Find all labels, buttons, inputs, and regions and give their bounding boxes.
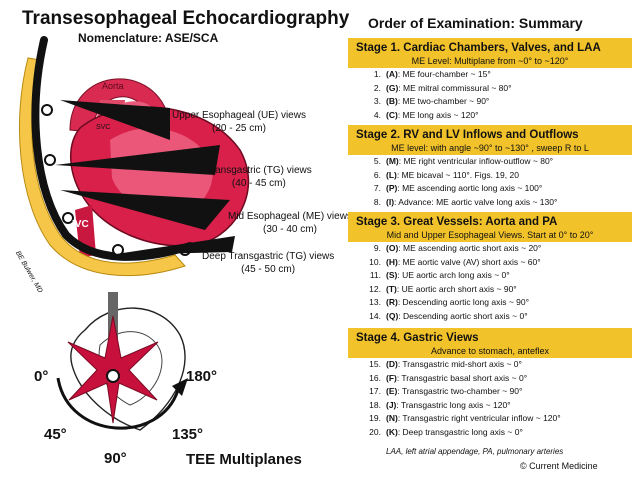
list-item: 10.(H): ME aortic valve (AV) short axis … — [369, 256, 541, 267]
rotation-arrowhead — [172, 378, 188, 396]
stage-header-4: Stage 4. Gastric Views Advance to stomac… — [348, 328, 632, 358]
list-item: 18.(J): Transgastric long axis ~ 120° — [369, 399, 511, 410]
stage-list-4: 15.(D): Transgastric mid-short axis ~ 0°… — [358, 358, 561, 440]
list-item: 19.(N): Transgastric right ventricular i… — [369, 413, 561, 424]
beam-deep-transgastric — [110, 236, 235, 255]
beam-mid-esophageal — [60, 190, 230, 230]
stage-title: Stage 2. RV and LV Inflows and Outflows — [356, 129, 579, 141]
publisher-credit: © Current Medicine — [520, 461, 598, 471]
list-item: 4.(C): ME long axis ~ 120° — [373, 109, 479, 120]
view-name: Transgastric (TG) views — [206, 165, 312, 176]
list-item: 9.(O): ME ascending aortic short axis ~ … — [373, 243, 542, 253]
aorta-label: Aorta — [102, 81, 124, 91]
probe-marker — [41, 104, 53, 116]
list-item: 16.(F): Transgastric basal short axis ~ … — [369, 372, 528, 383]
stage-title: Stage 4. Gastric Views — [356, 332, 479, 344]
view-name: Mid Esophageal (ME) views — [228, 211, 352, 222]
multiplane-center — [106, 369, 120, 383]
nomenclature-subtitle: Nomenclature: ASE/SCA — [78, 31, 219, 45]
view-name: Deep Transgastric (TG) views — [202, 251, 335, 262]
list-item: 13.(R): Descending aortic long axis ~ 90… — [369, 297, 530, 308]
beam-upper-esophageal — [60, 100, 170, 140]
probe-shaft — [31, 36, 194, 261]
angle-45: 45° — [44, 426, 67, 443]
list-item: 7.(P): ME ascending aortic long axis ~ 1… — [373, 183, 543, 194]
probe-marker — [62, 212, 74, 224]
list-item: 14.(Q): Descending aortic short axis ~ 0… — [369, 310, 528, 321]
main-title: Transesophageal Echocardiography — [22, 8, 350, 29]
stage-list-1: 1.(A): ME four-chamber ~ 15° 2.(G): ME m… — [358, 68, 512, 122]
list-item: 17.(E): Transgastric two-chamber ~ 90° — [369, 386, 523, 397]
probe-marker — [44, 154, 56, 166]
list-item: 1.(A): ME four-chamber ~ 15° — [373, 69, 491, 79]
view-label-mid-esophageal: Mid Esophageal (ME) views (30 - 40 cm) — [228, 210, 352, 236]
stage-note: Mid and Upper Esophageal Views. Start at… — [386, 230, 594, 240]
footnote: LAA, left atrial appendage, PA, pulmonar… — [386, 447, 564, 456]
summary-title: Order of Examination: Summary — [368, 15, 583, 31]
stage-header-2: Stage 2. RV and LV Inflows and Outflows … — [348, 125, 632, 155]
esophagus — [18, 57, 186, 277]
list-item: 11.(S): UE aortic arch long axis ~ 0° — [369, 270, 510, 281]
multiplane-caption: TEE Multiplanes — [186, 451, 302, 468]
list-item: 3.(B): ME two-chamber ~ 90° — [373, 96, 490, 107]
beam-transgastric — [55, 145, 220, 175]
angle-90: 90° — [104, 450, 127, 467]
list-item: 5.(M): ME right ventricular inflow-outfl… — [373, 156, 554, 166]
stage-list-2: 5.(M): ME right ventricular inflow-outfl… — [358, 155, 557, 209]
angle-0: 0° — [34, 368, 49, 385]
stage-note: ME level: with angle ~90° to ~130° , swe… — [391, 143, 589, 153]
view-range: (45 - 50 cm) — [241, 264, 296, 275]
view-range: (40 - 45 cm) — [231, 178, 286, 189]
view-range: (20 - 25 cm) — [212, 123, 266, 134]
list-item: 6.(L): ME bicaval ~ 110°. Figs. 19, 20 — [373, 169, 519, 180]
angle-135: 135° — [172, 426, 204, 443]
angle-180: 180° — [186, 368, 218, 385]
svc-label: SVC — [96, 124, 111, 131]
list-item: 8.(I): Advance: ME aortic valve long axi… — [373, 196, 558, 207]
stage-header-1: Stage 1. Cardiac Chambers, Valves, and L… — [348, 38, 632, 68]
stage-note: ME Level: Multiplane from ~0° to ~120° — [411, 56, 569, 66]
rotation-arc — [56, 377, 180, 430]
view-label-upper-esophageal: Upper Esophageal (UE) views (20 - 25 cm) — [172, 109, 306, 135]
ivc-label: IVC — [72, 219, 89, 230]
view-name: Upper Esophageal (UE) views — [172, 110, 306, 121]
stage-title: Stage 1. Cardiac Chambers, Valves, and L… — [356, 42, 601, 54]
stage-note: Advance to stomach, anteflex — [430, 346, 550, 356]
list-item: 12.(T): UE aortic arch short axis ~ 90° — [369, 283, 517, 294]
list-item: 2.(G): ME mitral commissural ~ 80° — [373, 82, 512, 93]
view-label-deep-transgastric: Deep Transgastric (TG) views (45 - 50 cm… — [202, 250, 334, 276]
stage-list-3: 9.(O): ME ascending aortic short axis ~ … — [358, 242, 541, 324]
stage-header-3: Stage 3. Great Vessels: Aorta and PA Mid… — [348, 212, 632, 242]
stage-title: Stage 3. Great Vessels: Aorta and PA — [356, 216, 558, 228]
list-item: 20.(K): Deep transgastric long axis ~ 0° — [369, 426, 523, 437]
view-label-transgastric: Transgastric (TG) views (40 - 45 cm) — [206, 164, 312, 190]
list-item: 15.(D): Transgastric mid-short axis ~ 0° — [369, 359, 522, 369]
view-range: (30 - 40 cm) — [263, 224, 317, 235]
probe-marker — [112, 244, 124, 256]
